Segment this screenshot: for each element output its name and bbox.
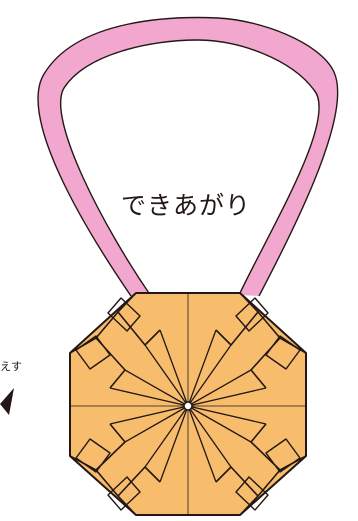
- medal-icon: [69, 292, 307, 516]
- ribbon-inner-outline: [59, 39, 320, 297]
- radiating-folds: [109, 329, 267, 483]
- ribbon-icon: [38, 17, 338, 297]
- ribbon-outline: [37, 16, 339, 297]
- curved-arrow-icon: [0, 388, 14, 415]
- corner-squares: [75, 297, 301, 511]
- side-instruction-label: えす: [0, 360, 22, 373]
- center-point: [183, 401, 193, 411]
- completion-caption: できあがり: [121, 191, 252, 220]
